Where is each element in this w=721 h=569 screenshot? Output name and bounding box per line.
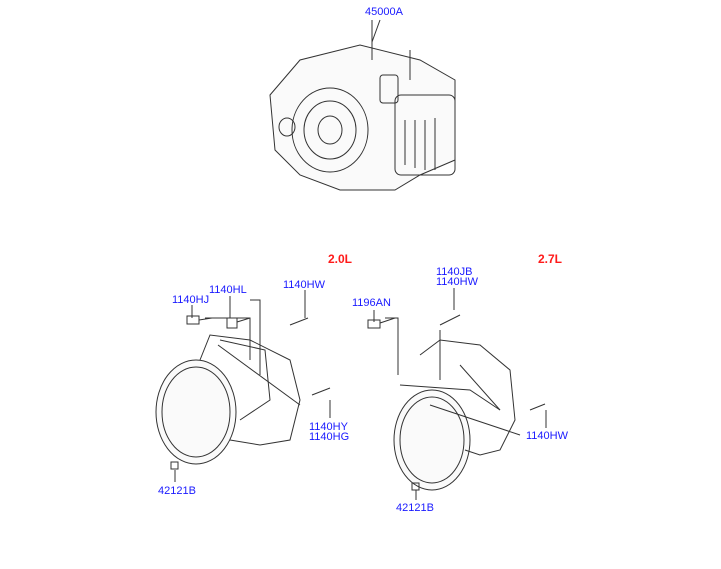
part-label-1196an[interactable]: 1196AN: [352, 297, 391, 309]
torque-converter-2-0-drawing: [155, 315, 331, 470]
part-label-1140hw[interactable]: 1140HW: [283, 279, 325, 291]
part-label-42121b[interactable]: 42121B: [396, 502, 434, 514]
part-label-1140hj[interactable]: 1140HJ: [172, 294, 210, 306]
part-label-1140jb[interactable]: 1140JB: [436, 266, 473, 278]
part-label-1140hy[interactable]: 1140HY: [309, 421, 348, 433]
part-label-1140hw-lower[interactable]: 1140HW: [526, 430, 568, 442]
transmission-drawing: [269, 20, 456, 191]
part-label-main-assembly[interactable]: 45000A: [365, 6, 403, 18]
variant-label-2-7: 2.7L: [538, 252, 563, 266]
torque-converter-2-7-drawing: [367, 314, 546, 491]
part-label-1140hg[interactable]: 1140HG: [309, 431, 350, 443]
variant-label-2-0: 2.0L: [328, 252, 353, 266]
part-label-42121b[interactable]: 42121B: [158, 485, 196, 497]
part-label-1140hl[interactable]: 1140HL: [209, 284, 247, 296]
part-label-1140hw[interactable]: 1140HW: [436, 276, 478, 288]
